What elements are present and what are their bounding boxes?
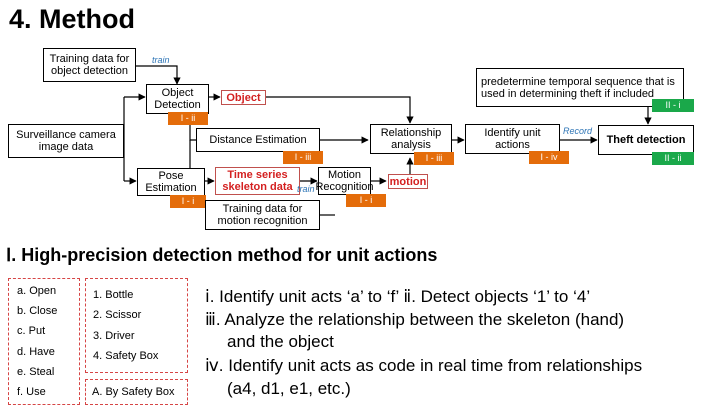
predetermine-sequence-box: predetermine temporal sequence that is u… bbox=[476, 68, 684, 107]
list-item: d. Have bbox=[17, 346, 55, 358]
motion-recognition-box: Motion Recognition bbox=[315, 167, 374, 195]
relationship-analysis-box: Relationship analysis bbox=[370, 124, 452, 154]
list-item: a. Open bbox=[17, 285, 57, 297]
time-series-skeleton-label: Time series skeleton data bbox=[215, 167, 300, 195]
tag-object-detection: I - ii bbox=[168, 112, 208, 125]
actions-list-box: a. Open b. Close c. Put d. Have e. Steal… bbox=[8, 278, 80, 405]
identify-unit-actions-box: Identify unit actions bbox=[465, 124, 560, 154]
record-label: Record bbox=[563, 126, 593, 136]
surveillance-camera-box: Surveillance camera image data bbox=[8, 124, 124, 158]
description-line-1: ⅰ. Identify unit acts ‘a’ to ‘f’ ⅱ. Dete… bbox=[205, 287, 591, 306]
section-heading: Ⅰ. High-precision detection method for u… bbox=[6, 245, 438, 265]
list-item: 4. Safety Box bbox=[93, 350, 159, 362]
description-line-3: and the object bbox=[227, 332, 334, 351]
tag-distance-estimation: I - iii bbox=[283, 151, 323, 164]
object-note: A. By Safety Box bbox=[92, 386, 175, 398]
list-item: e. Steal bbox=[17, 366, 55, 378]
tag-identify-unit-actions: I - iv bbox=[529, 151, 569, 164]
tag-relationship-analysis: I - iii bbox=[414, 152, 454, 165]
description-line-2: ⅲ. Analyze the relationship between the … bbox=[205, 310, 625, 329]
list-item: 1. Bottle bbox=[93, 289, 134, 301]
page-title: 4. Method bbox=[9, 4, 135, 34]
list-item: 2. Scissor bbox=[93, 309, 142, 321]
object-detection-box: Object Detection bbox=[146, 84, 209, 114]
motion-output-label: motion bbox=[388, 174, 428, 189]
list-item: c. Put bbox=[17, 325, 46, 337]
list-item: 3. Driver bbox=[93, 330, 135, 342]
distance-estimation-box: Distance Estimation bbox=[196, 128, 320, 152]
list-item: f. Use bbox=[17, 386, 46, 398]
description-line-5: (a4, d1, e1, etc.) bbox=[227, 379, 351, 398]
tag-motion-recognition: I - i bbox=[346, 194, 386, 207]
training-data-motion-recognition-box: Training data for motion recognition bbox=[205, 200, 320, 230]
train-label-2: train bbox=[297, 184, 315, 194]
flow-connectors bbox=[123, 65, 652, 216]
tag-theft-detection: II - ii bbox=[652, 152, 694, 165]
objects-list-box: 1. Bottle 2. Scissor 3. Driver 4. Safety… bbox=[85, 278, 188, 373]
train-label: train bbox=[152, 55, 170, 65]
pose-estimation-box: Pose Estimation bbox=[137, 168, 205, 196]
object-output-label: Object bbox=[221, 90, 266, 105]
tag-predetermine: II - i bbox=[652, 99, 694, 112]
list-item: b. Close bbox=[17, 305, 58, 317]
tag-pose-estimation: I - i bbox=[170, 195, 206, 208]
theft-detection-box: Theft detection bbox=[598, 125, 694, 155]
object-note-box: A. By Safety Box bbox=[85, 379, 188, 405]
training-data-object-detection-box: Training data for object detection bbox=[43, 48, 136, 82]
description-line-4: ⅳ. Identify unit acts as code in real ti… bbox=[205, 356, 643, 375]
